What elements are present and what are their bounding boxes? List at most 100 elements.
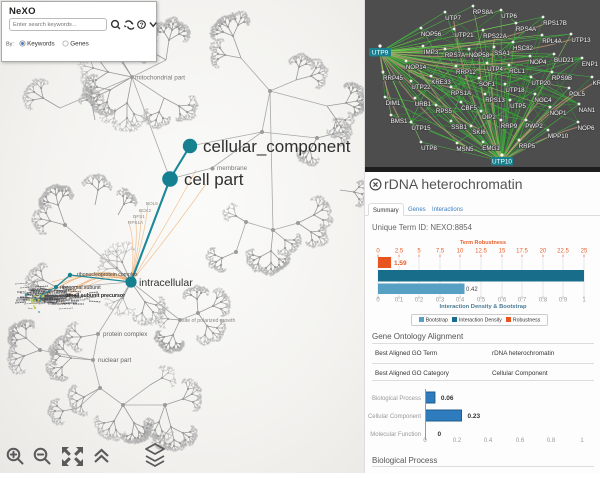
svg-text:17.5: 17.5 (516, 249, 528, 255)
svg-text:0: 0 (438, 431, 442, 438)
svg-text:0.42: 0.42 (466, 287, 478, 293)
svg-text:5: 5 (417, 249, 421, 255)
svg-text:0.23: 0.23 (468, 413, 481, 420)
svg-text:NOP6: NOP6 (578, 125, 595, 132)
svg-text:PWP2: PWP2 (525, 123, 543, 130)
svg-text:Biological Process: Biological Process (372, 396, 421, 402)
svg-text:UTP15: UTP15 (411, 125, 431, 132)
svg-text:UTP6: UTP6 (501, 13, 517, 20)
svg-text:RRP5: RRP5 (519, 143, 536, 150)
svg-text:CBF5: CBF5 (461, 105, 477, 112)
svg-text:RPS1A: RPS1A (128, 220, 144, 225)
svg-text:1: 1 (580, 438, 584, 444)
svg-text:cellular_component: cellular_component (203, 137, 351, 156)
svg-text:1: 1 (582, 298, 586, 304)
svg-text:RPS13: RPS13 (485, 97, 505, 104)
svg-text:0.1: 0.1 (395, 298, 404, 304)
svg-text:BUD21: BUD21 (554, 57, 575, 64)
svg-text:UTP5: UTP5 (510, 103, 526, 110)
svg-text:SKI6: SKI6 (472, 129, 486, 136)
svg-text:NOP14: NOP14 (406, 64, 427, 71)
svg-text:0.6: 0.6 (498, 298, 507, 304)
svg-text:0.2: 0.2 (453, 438, 462, 444)
svg-text:BCK2: BCK2 (139, 208, 151, 213)
svg-text:HSC82: HSC82 (513, 45, 534, 52)
svg-text:DIM1: DIM1 (386, 100, 401, 107)
svg-text:RRP9: RRP9 (501, 123, 518, 130)
svg-text:RPS17B: RPS17B (543, 20, 567, 27)
svg-text:25: 25 (581, 249, 588, 255)
svg-text:0.3: 0.3 (436, 298, 445, 304)
svg-text:NOP4: NOP4 (530, 59, 547, 66)
svg-text:IMP3: IMP3 (424, 49, 439, 56)
svg-text:22.5: 22.5 (557, 249, 569, 255)
svg-text:RPS1A: RPS1A (451, 90, 472, 97)
svg-text:0.6: 0.6 (516, 438, 525, 444)
svg-text:10: 10 (457, 249, 464, 255)
svg-text:RRP12: RRP12 (456, 69, 477, 76)
svg-text:ENP1: ENP1 (582, 61, 599, 68)
svg-text:intracellular: intracellular (139, 277, 193, 289)
svg-text:Molecular Function: Molecular Function (370, 432, 421, 438)
svg-text:0: 0 (376, 298, 380, 304)
svg-text:UTP13: UTP13 (571, 37, 591, 44)
svg-text:SSA1: SSA1 (494, 50, 510, 57)
svg-text:RCL1: RCL1 (509, 68, 525, 75)
svg-text:0.2: 0.2 (415, 298, 424, 304)
svg-text:KRE: KRE (593, 80, 600, 87)
svg-text:12.5: 12.5 (475, 249, 487, 255)
svg-text:UTP8: UTP8 (421, 145, 437, 152)
svg-text:?: ? (140, 22, 144, 29)
svg-text:RPL4A: RPL4A (542, 38, 562, 45)
svg-text:0.9: 0.9 (559, 298, 568, 304)
svg-text:SSB1: SSB1 (451, 124, 467, 131)
svg-text:UTP21: UTP21 (454, 32, 474, 39)
svg-text:mitochondrial part: mitochondrial part (135, 75, 185, 82)
svg-text:RPS8A: RPS8A (473, 9, 494, 16)
svg-text:RPS22A: RPS22A (483, 33, 508, 40)
svg-text:DFS1: DFS1 (133, 214, 145, 219)
svg-text:cell part: cell part (184, 170, 244, 189)
svg-text:ribosomal subunit: ribosomal subunit (60, 285, 101, 291)
svg-text:nuclear part: nuclear part (98, 357, 132, 364)
svg-text:RRP45: RRP45 (383, 75, 404, 82)
svg-text:20: 20 (540, 249, 547, 255)
svg-text:RPS5: RPS5 (436, 108, 453, 115)
svg-text:BOL5: BOL5 (146, 201, 158, 206)
svg-text:0: 0 (423, 438, 427, 444)
svg-text:15: 15 (499, 249, 506, 255)
svg-text:UTP10: UTP10 (492, 159, 512, 166)
svg-text:RPS7A: RPS7A (445, 52, 466, 59)
svg-text:2.5: 2.5 (395, 249, 404, 255)
svg-text:Cellular Component: Cellular Component (368, 414, 421, 420)
svg-text:UTP9: UTP9 (372, 50, 389, 57)
svg-text:NOP1: NOP1 (550, 110, 567, 117)
svg-text:NOP58: NOP58 (469, 52, 490, 59)
svg-text:UTP18: UTP18 (505, 87, 525, 94)
svg-text:MPP10: MPP10 (548, 133, 569, 140)
svg-text:EMG1: EMG1 (482, 145, 500, 152)
svg-text:NOP56: NOP56 (421, 31, 442, 38)
svg-text:1.59: 1.59 (394, 260, 407, 267)
svg-text:0.4: 0.4 (484, 438, 493, 444)
svg-text:0.7: 0.7 (518, 298, 527, 304)
svg-text:BMS1: BMS1 (391, 118, 408, 125)
svg-text:ribonucleoprotein complex: ribonucleoprotein complex (77, 272, 138, 278)
svg-text:DIP2: DIP2 (482, 114, 496, 121)
svg-text:UTP4: UTP4 (487, 66, 503, 73)
svg-text:URB1: URB1 (415, 101, 432, 108)
svg-text:RPS4A: RPS4A (516, 26, 537, 33)
svg-text:UTP20: UTP20 (531, 80, 551, 87)
svg-text:small subunit precursor: small subunit precursor (66, 293, 125, 299)
svg-text:MSN5: MSN5 (456, 146, 474, 153)
svg-text:0.06: 0.06 (441, 395, 454, 402)
svg-text:UTP7: UTP7 (445, 15, 461, 22)
svg-text:7.5: 7.5 (436, 249, 445, 255)
svg-text:UTP22: UTP22 (411, 84, 431, 91)
svg-text:RPS9B: RPS9B (552, 75, 572, 82)
svg-text:0: 0 (376, 249, 380, 255)
svg-text:membrane: membrane (217, 165, 248, 172)
svg-text:site of polarized growth: site of polarized growth (182, 318, 235, 324)
svg-text:protein complex: protein complex (103, 331, 148, 338)
svg-text:KRE33: KRE33 (431, 79, 451, 86)
